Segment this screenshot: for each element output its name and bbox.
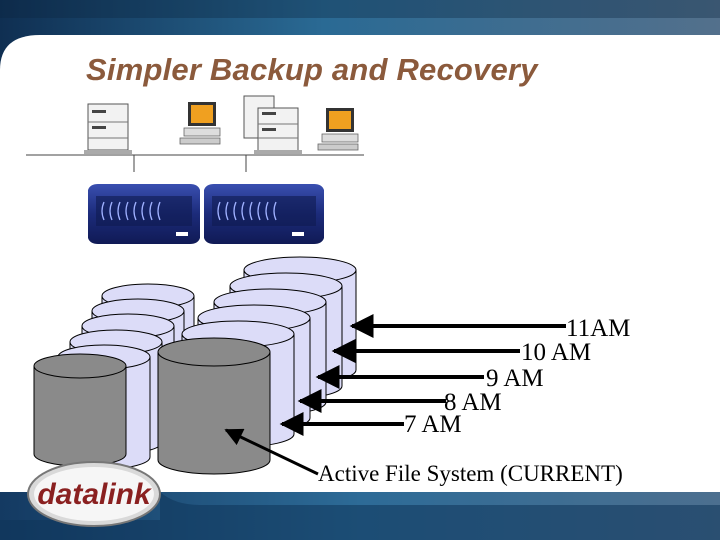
slide-title: Simpler Backup and Recovery bbox=[86, 52, 538, 87]
snapshot-disk-stack bbox=[33, 256, 357, 475]
snapshot-arrows bbox=[224, 314, 566, 476]
arrow-active-fs bbox=[224, 428, 319, 476]
server-icon bbox=[84, 103, 132, 154]
snapshot-label-9am: 9 AM bbox=[486, 365, 544, 392]
snapshot-label-10am: 10 AM bbox=[521, 339, 591, 366]
disk-cylinder-icon bbox=[157, 337, 271, 475]
storage-array-icon bbox=[88, 184, 200, 244]
server-icon bbox=[243, 95, 302, 154]
active-fs-label: Active File System (CURRENT) bbox=[318, 461, 623, 486]
workstation-icon bbox=[179, 102, 221, 145]
logo-text: datalink bbox=[37, 478, 152, 511]
snapshot-label-8am: 8 AM bbox=[444, 389, 502, 416]
workstation-icon bbox=[317, 108, 359, 151]
storage-array-icon bbox=[204, 184, 324, 244]
disk-cylinder-icon bbox=[33, 353, 127, 467]
snapshot-label-11am: 11AM bbox=[566, 315, 630, 342]
datalink-logo: datalink bbox=[27, 461, 161, 527]
snapshot-label-7am: 7 AM bbox=[404, 411, 462, 438]
